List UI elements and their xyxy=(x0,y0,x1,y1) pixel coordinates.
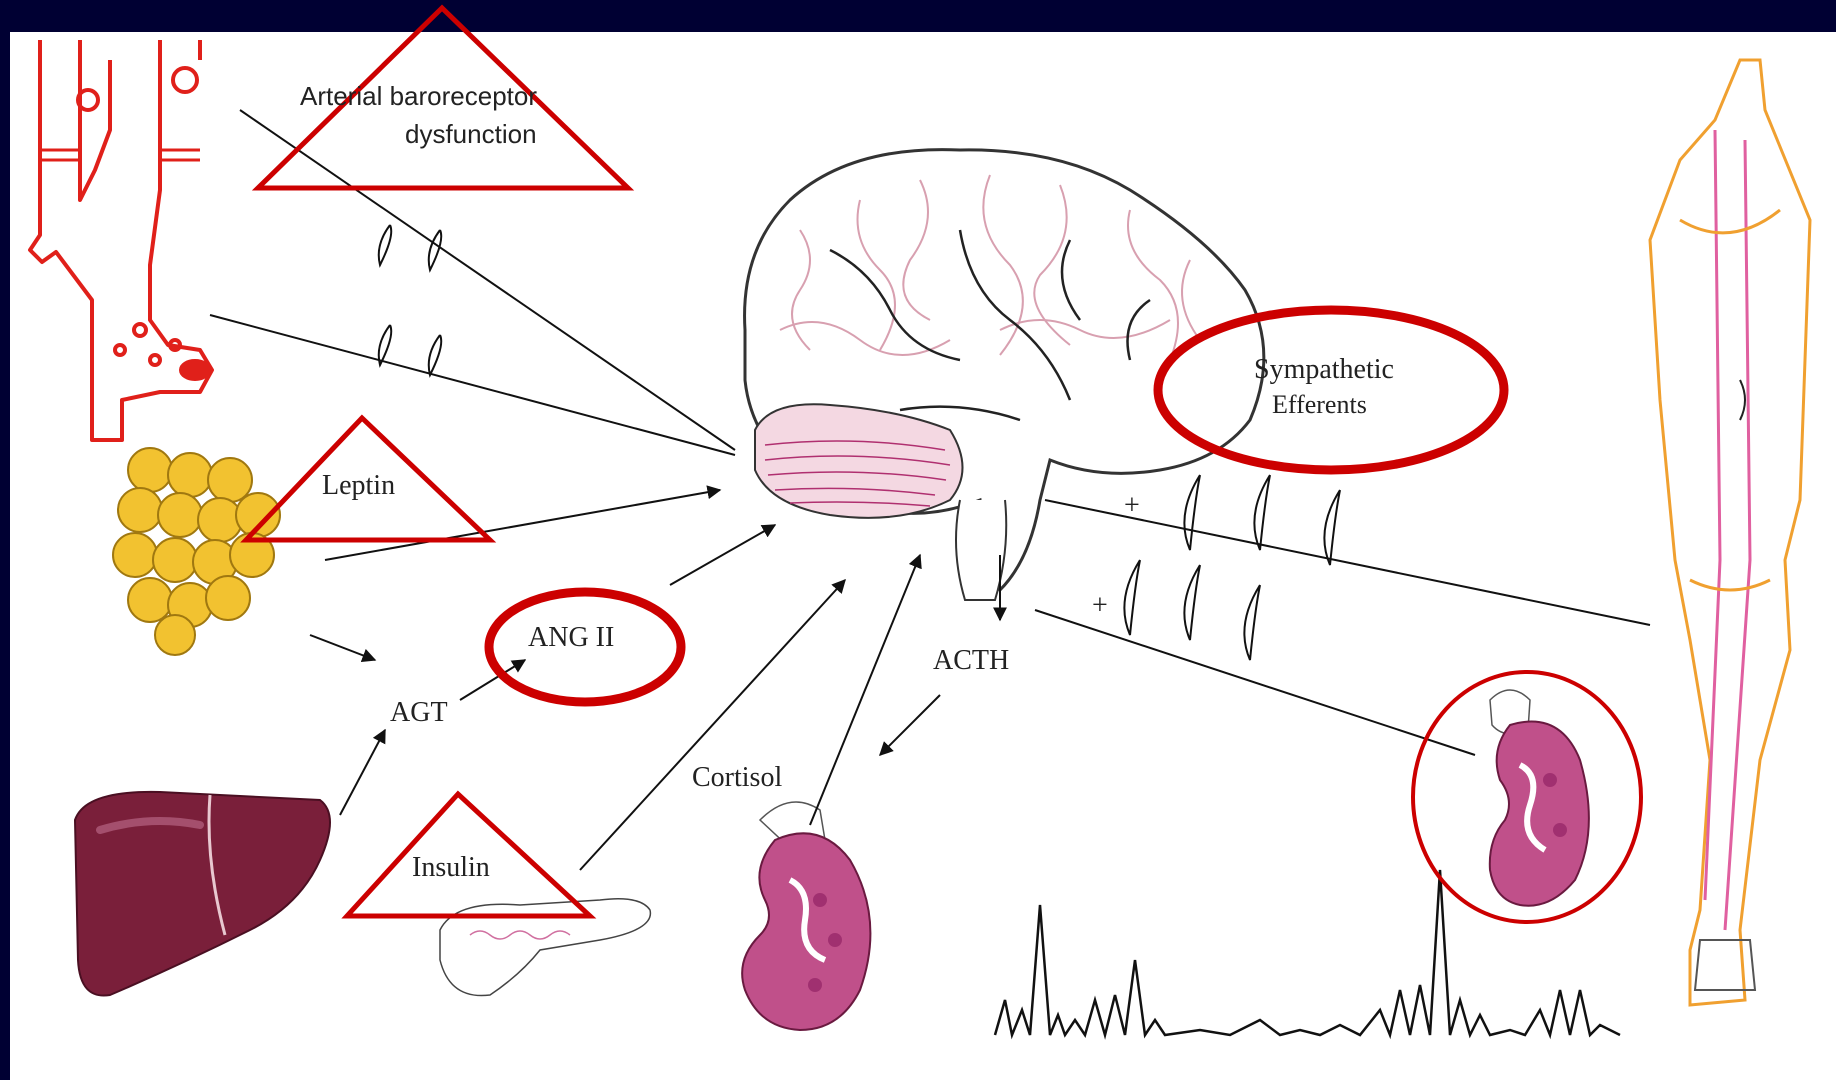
plus-sign-lower: + xyxy=(1092,590,1108,622)
ang2-label: ANG II xyxy=(528,622,614,654)
baroreceptor-line-lower xyxy=(210,315,735,455)
liver-icon xyxy=(75,792,330,996)
plus-sign-upper: + xyxy=(1124,490,1140,522)
baroreceptor-line-upper xyxy=(240,110,735,450)
ang2-to-brain-arrow xyxy=(670,525,775,585)
agt-label: AGT xyxy=(390,697,448,729)
acth-to-adrenal-arrow xyxy=(880,695,940,755)
efferent-spikes-lower xyxy=(1124,560,1260,660)
fat-to-agt-arrow xyxy=(310,635,375,660)
artery-icon xyxy=(30,40,212,440)
cortisol-to-brain-arrow xyxy=(810,555,920,825)
leg-nerves-icon xyxy=(1650,60,1810,1005)
efferent-spikes-upper xyxy=(1184,475,1340,565)
sympathetic-label-line2: Efferents xyxy=(1272,390,1367,420)
acth-label: ACTH xyxy=(933,645,1009,677)
insulin-label: Insulin xyxy=(412,852,490,884)
kidney-icon xyxy=(1490,690,1589,906)
sympathetic-label-line1: Sympathetic xyxy=(1254,354,1394,386)
adrenal-kidney-icon xyxy=(742,802,870,1030)
fat-cells-icon xyxy=(113,448,280,655)
liver-to-agt-arrow xyxy=(340,730,385,815)
baroreceptor-label-line2: dysfunction xyxy=(405,120,537,150)
cortisol-label: Cortisol xyxy=(692,762,782,794)
efferent-line-lower xyxy=(1035,610,1475,755)
pancreas-icon xyxy=(440,899,650,996)
baroreceptor-label-line1: Arterial baroreceptor xyxy=(300,82,537,112)
nerve-spikes-upper xyxy=(379,225,442,270)
leptin-label: Leptin xyxy=(322,470,395,502)
